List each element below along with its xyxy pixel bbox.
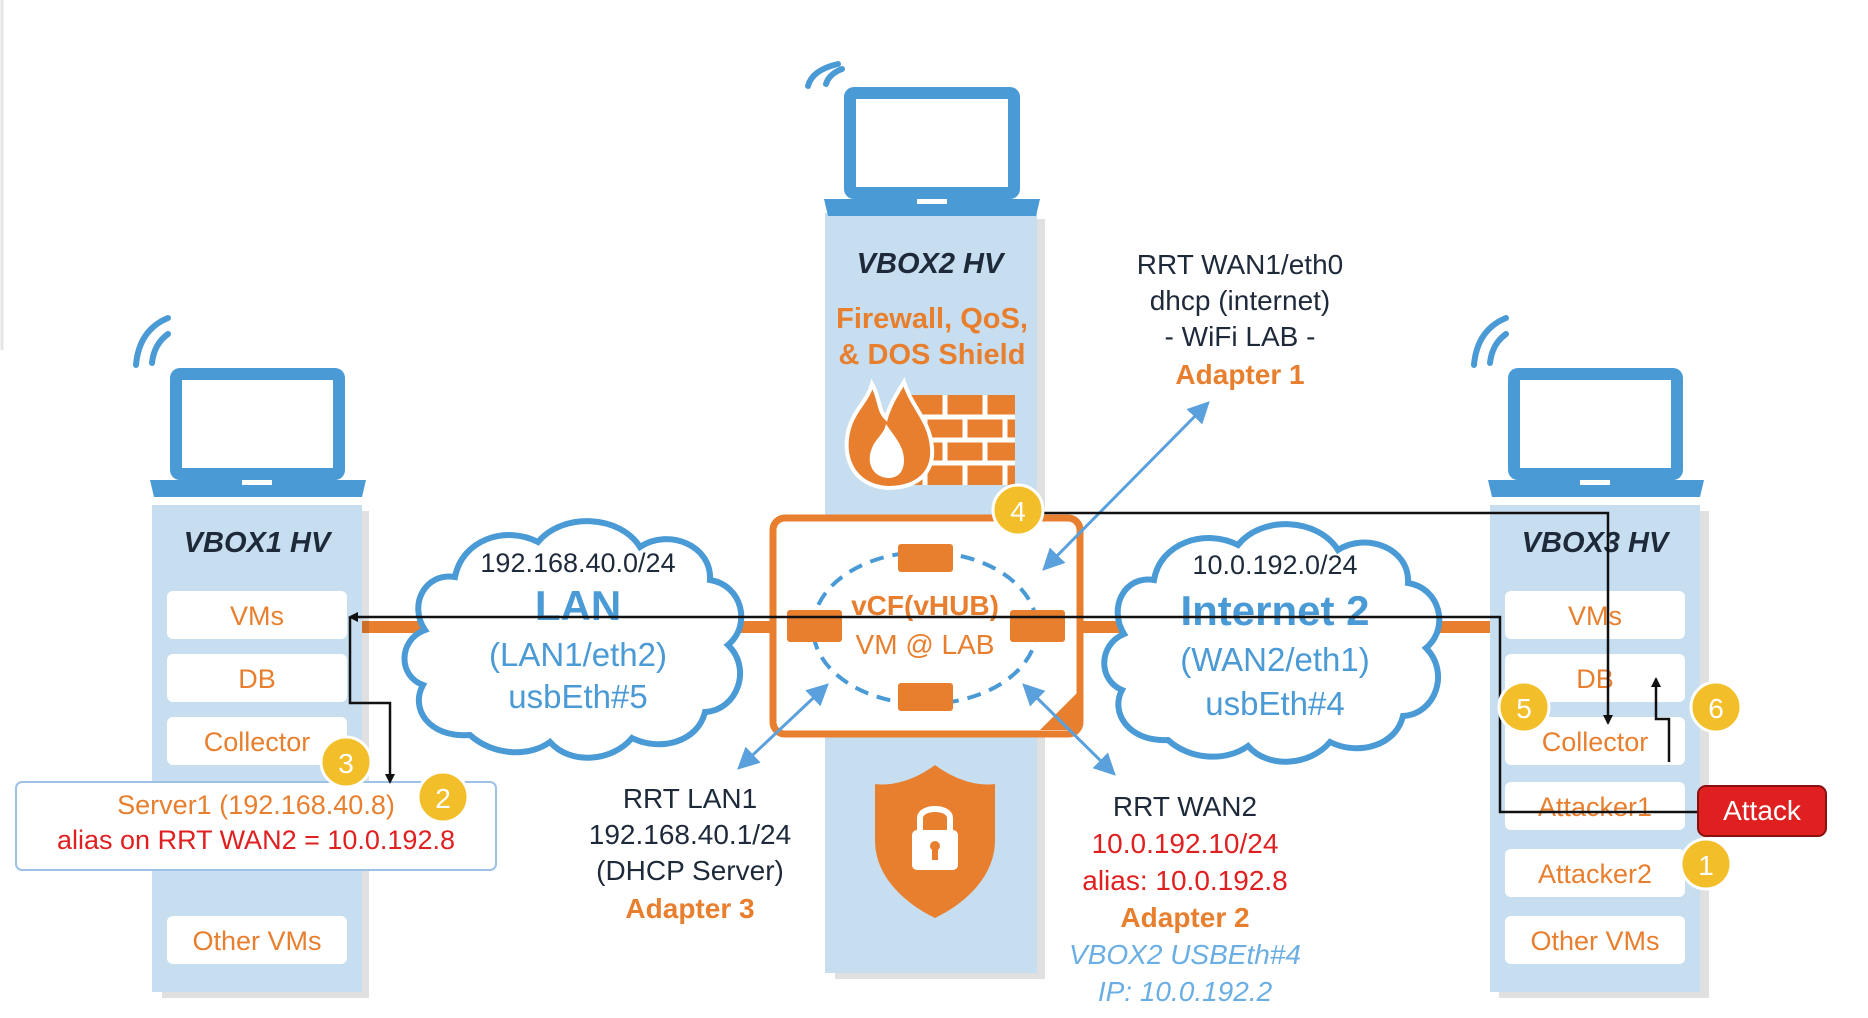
vbox1-item-vms[interactable]: VMs (230, 601, 284, 631)
svg-text:1: 1 (1698, 850, 1714, 881)
vbox2-feature-2: & DOS Shield (839, 339, 1026, 371)
wan1-adapter: Adapter 1 (1175, 359, 1304, 390)
wan2-arrow (1022, 683, 1116, 776)
wan2-usb: VBOX2 USBEth#4 (1069, 939, 1301, 970)
vbox1-vm-list: VMs DB Collector Other VMs (167, 591, 347, 964)
internet-cloud (1101, 521, 1443, 765)
step-badge-3: 3 (319, 735, 373, 789)
server1-alias: alias on RRT WAN2 = 10.0.192.8 (57, 825, 455, 855)
attack-label: Attack (1723, 795, 1802, 826)
vms-to-server1 (348, 617, 395, 784)
vbox3-item-other-vms[interactable]: Other VMs (1530, 926, 1659, 956)
collector-to-db (1651, 677, 1671, 762)
wan2-ip: 10.0.192.10/24 (1092, 828, 1279, 859)
wan1-line3: - WiFi LAB - (1165, 321, 1316, 352)
vbox1-item-db[interactable]: DB (238, 664, 276, 694)
interface-arrows (737, 401, 1210, 776)
server1-box[interactable]: Server1 (192.168.40.8) alias on RRT WAN2… (15, 781, 497, 871)
vcf-to-collector (1040, 511, 1613, 725)
cloud-icon: 192.168.40.0/24 LAN (LAN1/eth2) usbEth#5 (401, 518, 745, 761)
firewall-icon (844, 377, 1015, 491)
internet-name: Internet 2 (1180, 587, 1369, 634)
svg-text:5: 5 (1516, 693, 1532, 724)
wan2-label: RRT WAN2 10.0.192.10/24 alias: 10.0.192.… (1069, 791, 1301, 1007)
wifi-icon (1471, 315, 1509, 368)
vbox3-column: VBOX3 HV VMs DB Collector Attacker1 Atta… (1471, 315, 1709, 998)
lan1-arrow (737, 683, 829, 770)
internet-usb: usbEth#4 (1205, 685, 1344, 722)
lan-cloud (401, 518, 745, 761)
wan1-line2: dhcp (internet) (1150, 285, 1331, 316)
svg-text:6: 6 (1708, 693, 1724, 724)
wan2-alias: alias: 10.0.192.8 (1082, 865, 1288, 896)
laptop-icon (1488, 368, 1704, 497)
step-badge-1: 1 (1679, 837, 1733, 891)
wifi-icon (805, 61, 845, 89)
lan1-line3: (DHCP Server) (596, 855, 784, 886)
lan1-adapter: Adapter 3 (625, 893, 754, 924)
step-badge-2: 2 (416, 770, 470, 824)
vbox1-item-collector[interactable]: Collector (204, 727, 311, 757)
lan1-label: RRT LAN1 192.168.40.1/24 (DHCP Server) A… (589, 783, 791, 924)
vbox3-title: VBOX3 HV (1522, 527, 1671, 559)
svg-text:4: 4 (1010, 496, 1026, 527)
wan1-line1: RRT WAN1/eth0 (1137, 249, 1343, 280)
shield-lock-icon (875, 765, 995, 918)
vbox1-item-other-vms[interactable]: Other VMs (192, 926, 321, 956)
wan2-line1: RRT WAN2 (1113, 791, 1257, 822)
vbox3-item-attacker2[interactable]: Attacker2 (1538, 859, 1652, 889)
lan-iface: (LAN1/eth2) (489, 636, 667, 673)
wan2-adapter: Adapter 2 (1120, 902, 1249, 933)
wifi-icon (133, 315, 171, 368)
vbox1-title: VBOX1 HV (184, 527, 333, 559)
wan1-label: RRT WAN1/eth0 dhcp (internet) - WiFi LAB… (1137, 249, 1343, 390)
laptop-icon (150, 368, 366, 497)
vbox3-item-vms[interactable]: VMs (1568, 601, 1622, 631)
vbox3-item-collector[interactable]: Collector (1542, 727, 1649, 757)
attack-button[interactable]: Attack (1697, 785, 1827, 837)
step-badge-6: 6 (1689, 680, 1743, 734)
svg-text:3: 3 (338, 748, 354, 779)
vcf-line2: VM @ LAB (856, 629, 995, 660)
internet-subnet: 10.0.192.0/24 (1192, 550, 1357, 580)
wan2-ip2: IP: 10.0.192.2 (1098, 976, 1273, 1007)
lan-subnet: 192.168.40.0/24 (480, 548, 675, 578)
svg-text:2: 2 (435, 783, 451, 814)
step-badges: 1 2 3 4 5 6 (319, 483, 1743, 891)
lan-name: LAN (535, 582, 621, 629)
wan1-arrow (1042, 401, 1210, 571)
internet-iface: (WAN2/eth1) (1180, 641, 1370, 678)
vbox2-title: VBOX2 HV (857, 248, 1006, 280)
step-badge-5: 5 (1497, 680, 1551, 734)
vbox1-column: VBOX1 HV VMs DB Collector Other VMs Serv… (15, 315, 497, 998)
vbox2-feature-1: Firewall, QoS, (836, 303, 1028, 335)
step-badge-4: 4 (991, 483, 1045, 537)
server1-label: Server1 (192.168.40.8) (117, 790, 395, 820)
lan1-line1: RRT LAN1 (623, 783, 757, 814)
lan1-line2: 192.168.40.1/24 (589, 819, 791, 850)
lan-usb: usbEth#5 (508, 678, 647, 715)
laptop-icon (824, 87, 1040, 216)
vbox3-item-attacker1[interactable]: Attacker1 (1538, 792, 1652, 822)
cloud-icon: 10.0.192.0/24 Internet 2 (WAN2/eth1) usb… (1101, 521, 1443, 765)
vcf-hub[interactable]: vCF(vHUB) VM @ LAB (769, 514, 1084, 738)
